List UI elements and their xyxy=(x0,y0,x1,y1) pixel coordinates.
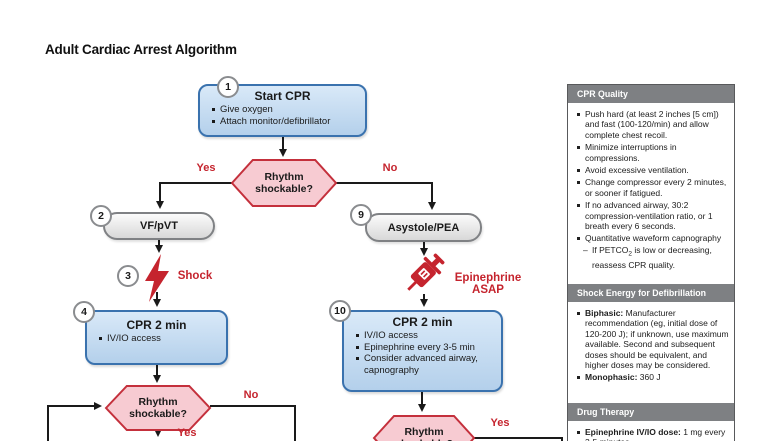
sidebar-section-title-cpr-quality: CPR Quality xyxy=(568,85,734,103)
step-start-cpr-title: Start CPR xyxy=(254,89,311,103)
step-cpr10-bullet: Epinephrine every 3-5 min xyxy=(354,342,497,354)
step-number-4: 4 xyxy=(73,301,95,323)
step-number-2: 2 xyxy=(90,205,112,227)
sidebar-bullet: Epinephrine IV/IO dose: 1 mg every 3-5 m… xyxy=(574,427,729,441)
sidebar-bullet: Minimize interruptions in compressions. xyxy=(574,142,729,163)
step-cpr10-bullet: Consider advanced airway, capnography xyxy=(354,353,497,376)
step-start-cpr-bullet: Attach monitor/defibrillator xyxy=(210,116,361,128)
step-cpr10-box: CPR 2 min IV/IO access Epinephrine every… xyxy=(342,310,503,392)
decision1-no-label: No xyxy=(382,162,398,174)
sidebar: CPR Quality Push hard (at least 2 inches… xyxy=(567,84,735,441)
step-asystole-pill: Asystole/PEA xyxy=(365,213,482,242)
decision1-yes-label: Yes xyxy=(196,162,216,174)
decision2-no-label: No xyxy=(243,389,259,401)
connector-decision1-yes xyxy=(156,182,232,209)
sidebar-section-drug-therapy: Epinephrine IV/IO dose: 1 mg every 3-5 m… xyxy=(568,421,734,441)
step-start-cpr-box: Start CPR Give oxygen Attach monitor/def… xyxy=(198,84,367,137)
sidebar-sub-bullet: If PETCO2 is low or decreasing, reassess… xyxy=(574,245,729,271)
decision3-hexagon xyxy=(372,415,476,441)
page-title: Adult Cardiac Arrest Algorithm xyxy=(45,42,237,57)
step-cpr4-title: CPR 2 min xyxy=(126,318,187,332)
decision1-label: Rhythm shockable? xyxy=(255,171,313,195)
sidebar-section-title-drug-therapy: Drug Therapy xyxy=(568,403,734,421)
shock-label: Shock xyxy=(177,270,213,282)
step-number-1: 1 xyxy=(217,76,239,98)
decision3-yes-label: Yes xyxy=(490,417,510,429)
epinephrine-asap-label: Epinephrine ASAP xyxy=(454,272,522,296)
step-cpr4-bullet: IV/IO access xyxy=(97,333,222,345)
sidebar-bullet: Avoid excessive ventilation. xyxy=(574,165,729,175)
syringe-icon xyxy=(407,253,445,291)
connector-decision3-yes xyxy=(474,437,563,441)
sidebar-bullet: If no advanced airway, 30:2 compression-… xyxy=(574,200,729,231)
step-start-cpr-bullet: Give oxygen xyxy=(210,104,361,116)
sidebar-bullet: Push hard (at least 2 inches [5 cm]) and… xyxy=(574,109,729,140)
decision2-yes-label: Yes xyxy=(177,427,197,439)
step-number-3: 3 xyxy=(117,265,139,287)
step-number-9: 9 xyxy=(350,204,372,226)
connector-decision2-no xyxy=(210,405,296,441)
sidebar-bullet: Biphasic: Manufacturer recommendation (e… xyxy=(574,308,729,370)
decision3-label: Rhythm shockable? xyxy=(395,426,453,441)
sidebar-bullet: Monophasic: 360 J xyxy=(574,372,729,382)
step-cpr10-bullet: IV/IO access xyxy=(354,330,497,342)
sidebar-section-shock-energy: Biphasic: Manufacturer recommendation (e… xyxy=(568,302,734,403)
step-number-10: 10 xyxy=(329,300,351,322)
decision2-label: Rhythm shockable? xyxy=(129,396,187,420)
sidebar-section-title-shock-energy: Shock Energy for Defibrillation xyxy=(568,284,734,302)
decision1-hexagon xyxy=(230,159,338,207)
step-cpr10-title: CPR 2 min xyxy=(392,315,453,329)
sidebar-bullet: Change compressor every 2 minutes, or so… xyxy=(574,177,729,198)
connector-loopback-to-decision2 xyxy=(47,402,102,441)
connector-decision1-no xyxy=(336,182,436,210)
step-vfpvt-pill: VF/pVT xyxy=(103,212,215,240)
step-cpr4-box: CPR 2 min IV/IO access xyxy=(85,310,228,365)
sidebar-bullet: Quantitative waveform capnography xyxy=(574,233,729,243)
sidebar-section-cpr-quality: Push hard (at least 2 inches [5 cm]) and… xyxy=(568,103,734,284)
decision2-hexagon xyxy=(104,385,212,431)
lightning-bolt-icon xyxy=(145,254,169,302)
